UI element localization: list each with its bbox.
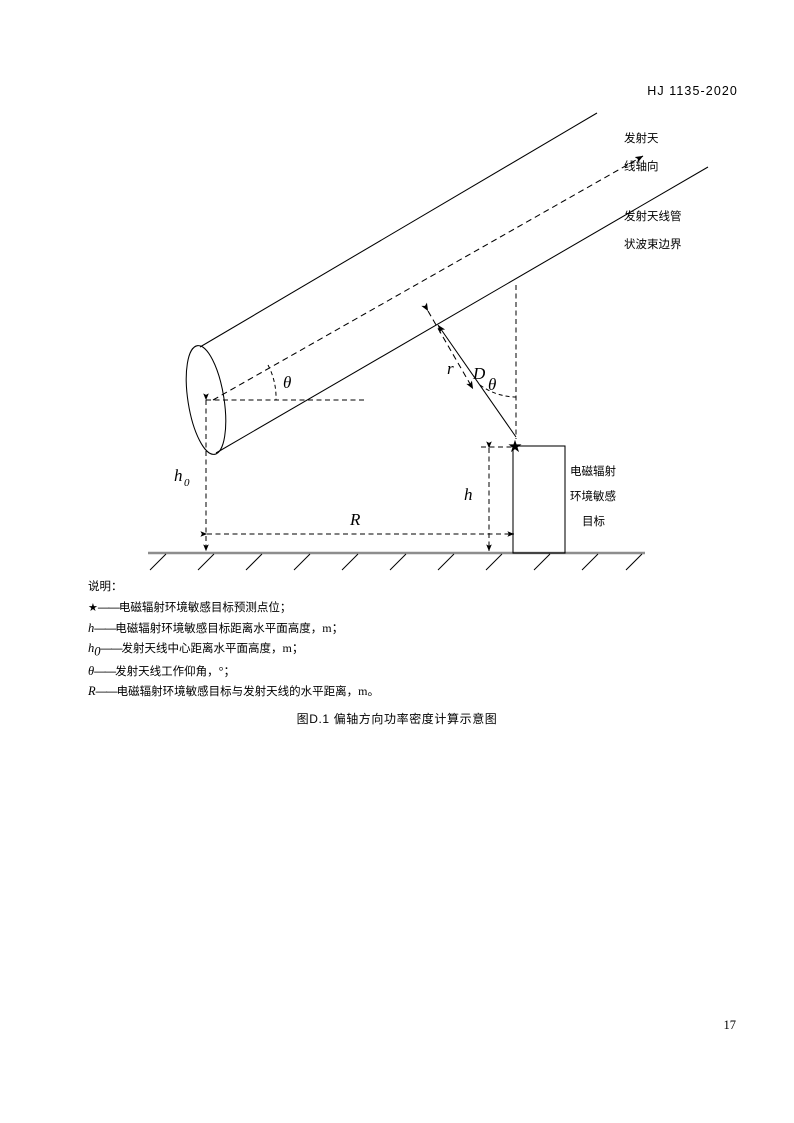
legend-text: 电磁辐射环境敏感目标距离水平面高度， bbox=[115, 622, 323, 635]
legend-item: θ——发射天线工作仰角，°； bbox=[88, 662, 708, 683]
h0-label: h bbox=[174, 466, 183, 485]
h0-subscript: 0 bbox=[184, 477, 190, 489]
theta-upper-label: θ bbox=[283, 373, 291, 392]
legend-item: h——电磁辐射环境敏感目标距离水平面高度，m； bbox=[88, 619, 708, 640]
legend-title: 说明： bbox=[88, 581, 123, 593]
legend-symbol: R bbox=[88, 684, 96, 699]
theta-lower-label: θ bbox=[488, 375, 496, 394]
legend-dash: —— bbox=[97, 602, 120, 614]
beam-boundary-label-line1: 发射天线管 bbox=[624, 209, 682, 223]
diagram-svg: θ D r θ 电磁辐射 环境敏感 bbox=[148, 112, 709, 571]
building-rect bbox=[512, 445, 566, 554]
legend-text: 发射天线工作仰角， bbox=[115, 665, 219, 678]
legend-symbol: θ bbox=[88, 663, 95, 678]
legend-unit: m； bbox=[282, 641, 304, 655]
figure-caption: 图D.1 偏轴方向功率密度计算示意图 bbox=[296, 712, 498, 726]
antenna-axis-callout: 发射天 线轴向 bbox=[624, 131, 659, 173]
legend-text: 发射天线中心距离水平面高度， bbox=[121, 643, 283, 655]
h-label: h bbox=[464, 485, 473, 504]
theta-lower-angle-group: θ bbox=[479, 375, 517, 398]
slant-distance-arrow bbox=[437, 324, 517, 438]
ground-line bbox=[148, 551, 645, 571]
target-label-line1: 电磁辐射 bbox=[570, 464, 616, 478]
legend-symbol-star-icon: ★ bbox=[88, 601, 98, 614]
cylinder-end-ellipse bbox=[185, 345, 227, 455]
beam-diameter-dimension: D bbox=[421, 302, 486, 390]
legend-symbol-subscript: 0 bbox=[94, 644, 101, 659]
theta-lower-arc bbox=[479, 384, 517, 398]
prediction-point-star-icon: ★ bbox=[507, 437, 522, 457]
antenna-axis-arrow bbox=[212, 155, 644, 401]
theta-upper-angle-group: θ bbox=[206, 364, 365, 401]
legend-item: h0——发射天线中心距离水平面高度，m； bbox=[88, 639, 708, 662]
beam-boundary-label-line2: 状波束边界 bbox=[624, 237, 682, 251]
diameter-arrow-line bbox=[421, 302, 474, 390]
legend-symbol: h bbox=[88, 641, 95, 655]
legend-items: ★——电磁辐射环境敏感目标预测点位； h——电磁辐射环境敏感目标距离水平面高度，… bbox=[88, 598, 708, 703]
target-label-line2: 环境敏感 bbox=[570, 489, 616, 503]
legend-item: R——电磁辐射环境敏感目标与发射天线的水平距离，m。 bbox=[88, 682, 708, 703]
legend-dash: —— bbox=[95, 686, 118, 699]
antenna-axis-label-line2: 线轴向 bbox=[624, 159, 659, 173]
page-number: 17 bbox=[723, 1018, 737, 1032]
sensitive-target-building: 电磁辐射 环境敏感 目标 bbox=[512, 445, 616, 554]
legend-dash: —— bbox=[100, 643, 123, 655]
antenna-height-dimension: h 0 bbox=[174, 393, 209, 552]
legend-item: ★——电磁辐射环境敏感目标预测点位； bbox=[88, 598, 708, 619]
beam-lower-boundary bbox=[215, 166, 709, 454]
slant-distance-group: r bbox=[437, 324, 517, 438]
document-header-standard-code: HJ 1135-2020 bbox=[647, 84, 738, 98]
legend-dash: —— bbox=[94, 665, 116, 678]
horizontal-distance-dimension: R bbox=[200, 510, 515, 537]
legend-unit: m。 bbox=[358, 684, 380, 699]
legend-dash: —— bbox=[94, 622, 116, 635]
legend-text: 电磁辐射环境敏感目标与发射天线的水平距离， bbox=[116, 686, 359, 699]
diameter-label: D bbox=[472, 364, 486, 383]
legend-symbol: h bbox=[88, 620, 95, 635]
legend-text: 电磁辐射环境敏感目标预测点位； bbox=[118, 602, 292, 614]
ground-hatching bbox=[149, 553, 643, 571]
beam-upper-boundary bbox=[199, 112, 598, 348]
figure-legend: 说明： ★——电磁辐射环境敏感目标预测点位； h——电磁辐射环境敏感目标距离水平… bbox=[88, 578, 708, 703]
target-label-line3: 目标 bbox=[582, 515, 605, 528]
slant-distance-label: r bbox=[447, 359, 454, 378]
legend-unit: °； bbox=[218, 663, 236, 678]
R-label: R bbox=[349, 510, 361, 529]
theta-upper-arc bbox=[267, 364, 277, 401]
legend-unit: m； bbox=[322, 620, 344, 635]
target-height-dimension: h bbox=[464, 441, 513, 552]
figure-d1-diagram: θ D r θ 电磁辐射 环境敏感 bbox=[0, 100, 794, 580]
antenna-axis-label-line1: 发射天 bbox=[624, 131, 659, 145]
beam-boundary-callout: 发射天线管 状波束边界 bbox=[624, 209, 682, 251]
